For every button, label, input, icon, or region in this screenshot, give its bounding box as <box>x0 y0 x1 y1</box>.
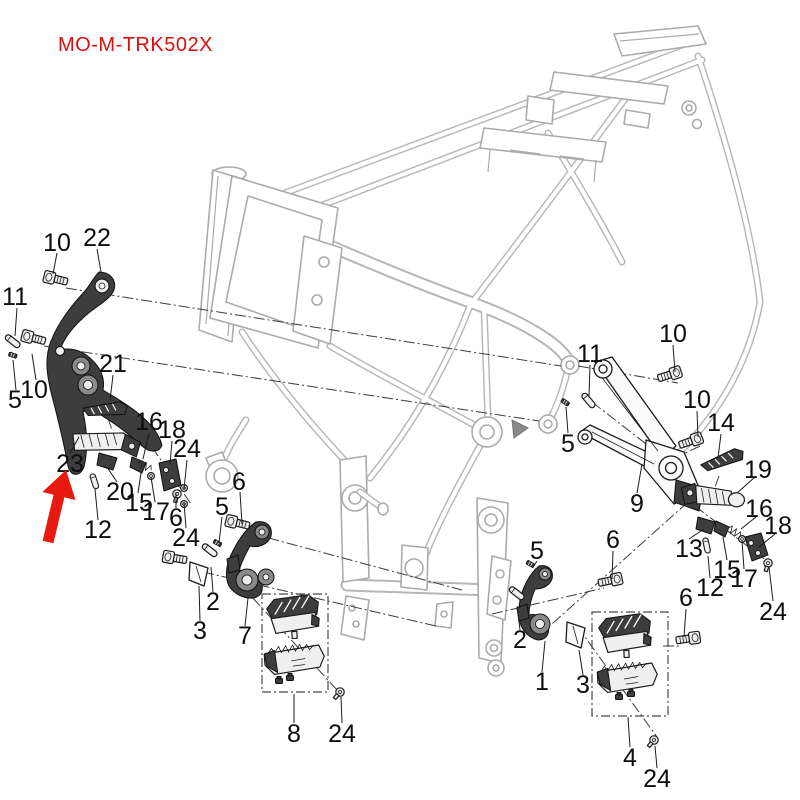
part-callout-24: 24 <box>643 765 671 793</box>
part-callout-16: 16 <box>135 408 163 436</box>
part-smallparts-right-chain <box>695 516 774 573</box>
red-arrow-pointer <box>42 470 76 544</box>
part-callout-8: 8 <box>287 720 301 748</box>
part-callout-20: 20 <box>106 478 134 506</box>
part-callout-5: 5 <box>8 386 22 414</box>
part-footpeg-assembly-4 <box>591 611 669 750</box>
part-callout-12: 12 <box>84 516 112 544</box>
part-callout-2: 2 <box>206 588 220 616</box>
part-callout-5: 5 <box>530 537 544 565</box>
motorcycle-frame-linework <box>198 25 760 677</box>
part-callout-10: 10 <box>20 376 48 404</box>
part-callout-13: 13 <box>675 535 703 563</box>
part-callout-4: 4 <box>623 744 637 772</box>
part-callout-18: 18 <box>764 512 792 540</box>
part-callout-9: 9 <box>630 490 644 518</box>
part-smallparts-left-chain <box>88 452 188 508</box>
part-callout-17: 17 <box>142 498 170 526</box>
part-fasteners-front-left <box>161 513 252 587</box>
part-callout-14: 14 <box>707 409 735 437</box>
part-bracket-22 <box>46 271 163 475</box>
part-fasteners-front-right <box>507 559 702 649</box>
part-callout-5: 5 <box>561 430 575 458</box>
part-callout-17: 17 <box>730 565 758 593</box>
part-callout-24: 24 <box>759 598 787 626</box>
part-callout-24: 24 <box>172 524 200 552</box>
part-pad-14 <box>698 446 746 473</box>
part-callout-2: 2 <box>513 626 527 654</box>
part-callout-6: 6 <box>169 504 183 532</box>
part-callout-6: 6 <box>232 468 246 496</box>
part-callout-10: 10 <box>659 320 687 348</box>
part-callout-12: 12 <box>696 574 724 602</box>
part-callout-11: 11 <box>577 340 603 368</box>
part-callout-11: 11 <box>2 283 28 311</box>
part-callout-15: 15 <box>125 489 153 517</box>
part-callout-7: 7 <box>238 622 252 650</box>
drawing-code: MO-M-TRK502X <box>58 34 213 56</box>
part-callout-3: 3 <box>576 671 590 699</box>
part-callout-6: 6 <box>606 526 620 554</box>
part-bracket-7 <box>226 521 275 599</box>
part-callout-6: 6 <box>679 584 693 612</box>
part-callout-3: 3 <box>193 617 207 645</box>
part-callout-24: 24 <box>173 435 201 463</box>
part-callout-10: 10 <box>43 229 71 257</box>
part-footpeg-assembly-8 <box>261 593 347 702</box>
part-callout-18: 18 <box>158 416 186 444</box>
part-callout-19: 19 <box>744 456 772 484</box>
callout-leader-lines <box>12 248 776 769</box>
part-callout-21: 21 <box>99 350 127 378</box>
part-callout-5: 5 <box>215 493 229 521</box>
part-callout-24: 24 <box>328 720 356 748</box>
part-callout-10: 10 <box>683 386 711 414</box>
part-callout-22: 22 <box>83 224 111 252</box>
part-callout-15: 15 <box>713 556 741 584</box>
part-bracket-1 <box>516 565 553 641</box>
part-callout-1: 1 <box>535 668 549 696</box>
part-callout-23: 23 <box>56 450 84 478</box>
part-callout-16: 16 <box>745 495 773 523</box>
